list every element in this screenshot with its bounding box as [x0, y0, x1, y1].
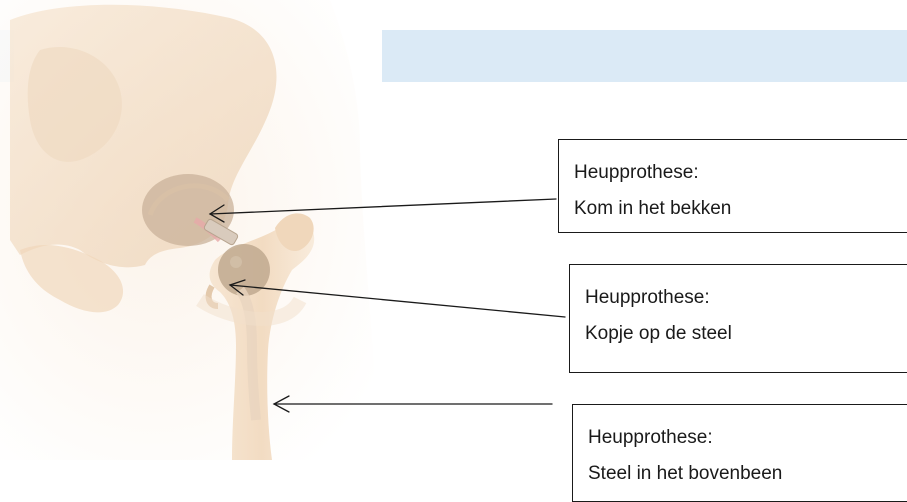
callout-head-description: Kopje op de steel: [585, 316, 732, 352]
callout-head-title: Heupprothese:: [585, 280, 710, 316]
callout-cup-title: Heupprothese:: [574, 155, 699, 191]
callout-stem-title: Heupprothese:: [588, 420, 713, 456]
callout-cup-in-pelvis: Heupprothese: Kom in het bekken: [558, 139, 907, 233]
callout-stem-description: Steel in het bovenbeen: [588, 456, 782, 492]
callout-head-on-stem: Heupprothese: Kopje op de steel: [569, 264, 907, 373]
callout-stem-in-femur: Heupprothese: Steel in het bovenbeen: [572, 404, 907, 502]
callout-cup-description: Kom in het bekken: [574, 191, 731, 227]
hip-prosthesis-illustration: [0, 0, 390, 460]
top-header-band: [382, 30, 907, 82]
